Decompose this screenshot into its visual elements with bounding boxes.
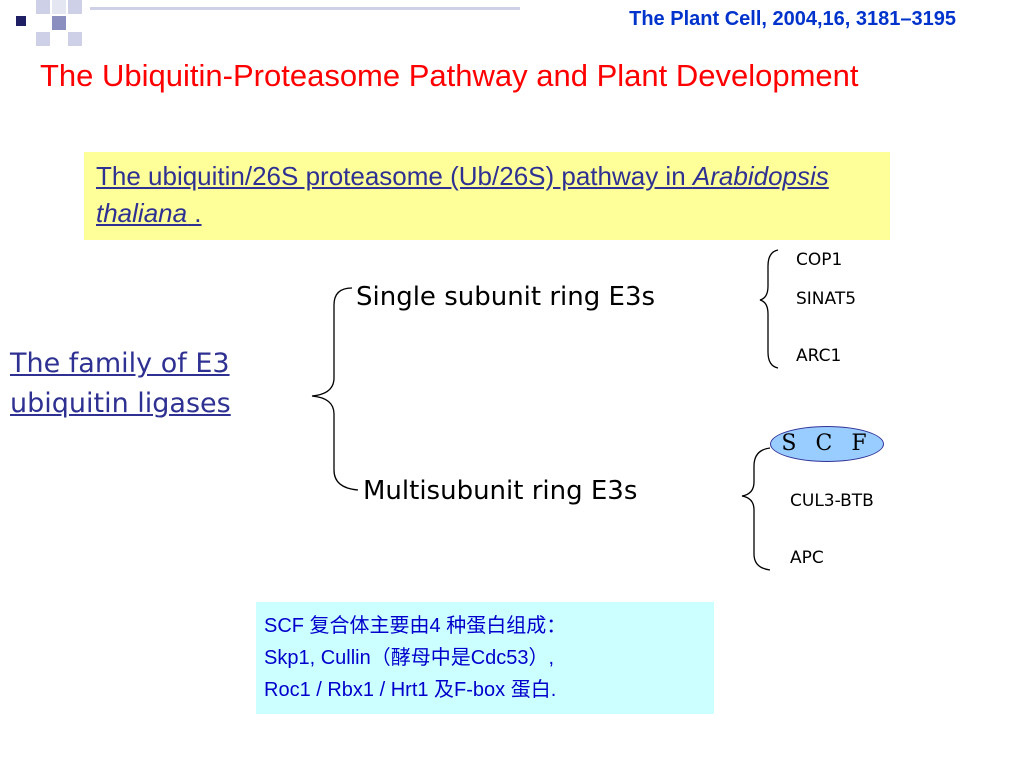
deco-square-mid [68,0,82,14]
note-text: SCF 复合体主要由4 种蛋白组成： Skp1, Cullin（酵母中是Cdc5… [264,610,710,706]
item-apc: APC [790,548,824,568]
species-name: Arabidopsis thaliana [96,161,829,228]
single-brace [759,249,779,369]
item-arc1: ARC1 [796,346,842,366]
branch-single-subunit: Single subunit ring E3s [356,282,656,312]
root-label-link[interactable]: The family of E3 ubiquitin ligases [10,348,231,419]
item-cul3-btb: CUL3-BTB [790,491,874,511]
note-line-1: SCF 复合体主要由4 种蛋白组成： [264,615,567,637]
deco-square-light [52,0,66,14]
deco-square-light [36,0,50,14]
deco-square-light [36,32,50,46]
deco-square-light [68,32,82,46]
highlight-end: . [187,198,202,228]
scf-oval: S C F [770,426,884,462]
note-box [256,602,714,714]
note-line-3: Roc1 / Rbx1 / Hrt1 及F-box 蛋白. [264,679,557,701]
note-line-2: Skp1, Cullin（酵母中是Cdc53）, [264,647,555,669]
branch-multisubunit: Multisubunit ring E3s [363,476,638,506]
highlight-text: The ubiquitin/26S proteasome (Ub/26S) pa… [96,161,693,191]
item-sinat5: SINAT5 [796,289,857,309]
slide-title: The Ubiquitin-Proteasome Pathway and Pla… [40,58,859,93]
highlight-link[interactable]: The ubiquitin/26S proteasome (Ub/26S) pa… [96,158,886,232]
multi-brace [741,447,771,571]
root-bracket [311,287,359,491]
highlight-box [84,152,890,240]
item-cop1: COP1 [796,250,843,270]
deco-square-dark [16,16,26,26]
citation: The Plant Cell, 2004,16, 3181–3195 [629,8,956,30]
header-rule [90,7,520,10]
deco-square-mid [52,16,66,30]
